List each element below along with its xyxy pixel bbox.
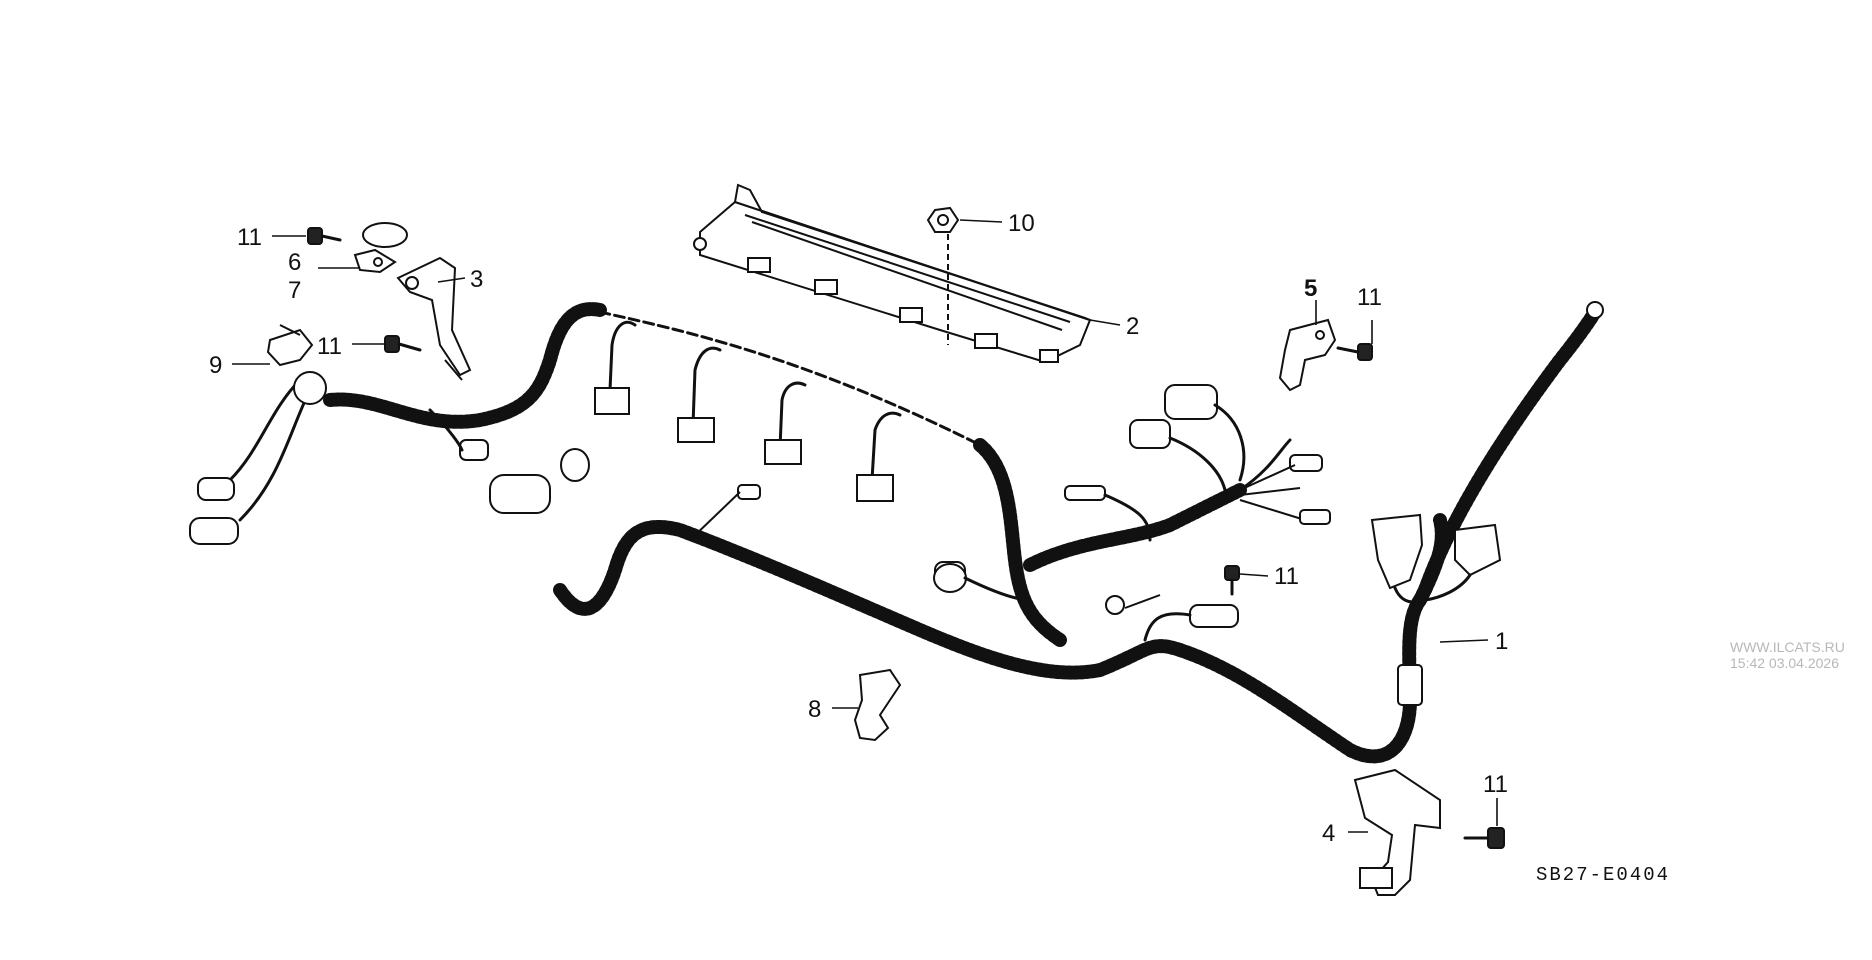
right-main-connectors <box>1370 301 1604 706</box>
callout-11-b[interactable]: 11 <box>317 333 342 360</box>
bolt-11-c[interactable] <box>1336 343 1373 361</box>
left-connectors <box>189 371 966 587</box>
leader-lines <box>232 219 1498 833</box>
part-5-bracket[interactable] <box>1278 318 1337 392</box>
callout-7[interactable]: 7 <box>288 277 301 304</box>
callout-6[interactable]: 6 <box>288 249 301 276</box>
callout-2[interactable]: 2 <box>1126 313 1139 340</box>
callout-11-a[interactable]: 11 <box>237 224 262 251</box>
callouts: 11 6 7 3 11 9 10 2 5 11 11 1 8 11 4 <box>209 210 1508 847</box>
part-6-7-clamp[interactable] <box>353 222 408 274</box>
part-1-main-harness[interactable] <box>323 302 1602 764</box>
upper-right-connectors <box>933 384 1331 642</box>
diagram-code: SB27-E0404 <box>1536 864 1670 886</box>
callout-10[interactable]: 10 <box>1008 210 1035 237</box>
part-2-injector-cover[interactable] <box>693 183 1092 364</box>
watermark-site: WWW.ILCATS.RU <box>1730 639 1845 655</box>
callout-3[interactable]: 3 <box>470 266 483 293</box>
callout-4[interactable]: 4 <box>1322 820 1335 847</box>
bolt-11-b[interactable] <box>384 335 422 353</box>
part-10-nut[interactable] <box>926 206 960 345</box>
callout-11-e[interactable]: 11 <box>1483 771 1508 798</box>
callout-1[interactable]: 1 <box>1495 628 1508 655</box>
callout-11-d[interactable]: 11 <box>1274 563 1299 590</box>
callout-11-c[interactable]: 11 <box>1357 284 1382 311</box>
callout-9[interactable]: 9 <box>209 352 222 379</box>
part-8-clamp[interactable] <box>853 668 902 742</box>
part-3-bracket[interactable] <box>396 256 472 381</box>
bolt-11-a[interactable] <box>307 227 342 245</box>
part-4-bracket[interactable] <box>1353 768 1441 896</box>
bolt-11-d[interactable] <box>1224 565 1240 596</box>
part-9-clip[interactable] <box>266 324 314 367</box>
bolt-11-e[interactable] <box>1463 827 1505 849</box>
watermark-timestamp: 15:42 03.04.2026 <box>1730 655 1839 671</box>
callout-5[interactable]: 5 <box>1304 275 1317 302</box>
injector-connectors <box>594 320 902 502</box>
callout-8[interactable]: 8 <box>808 696 821 723</box>
